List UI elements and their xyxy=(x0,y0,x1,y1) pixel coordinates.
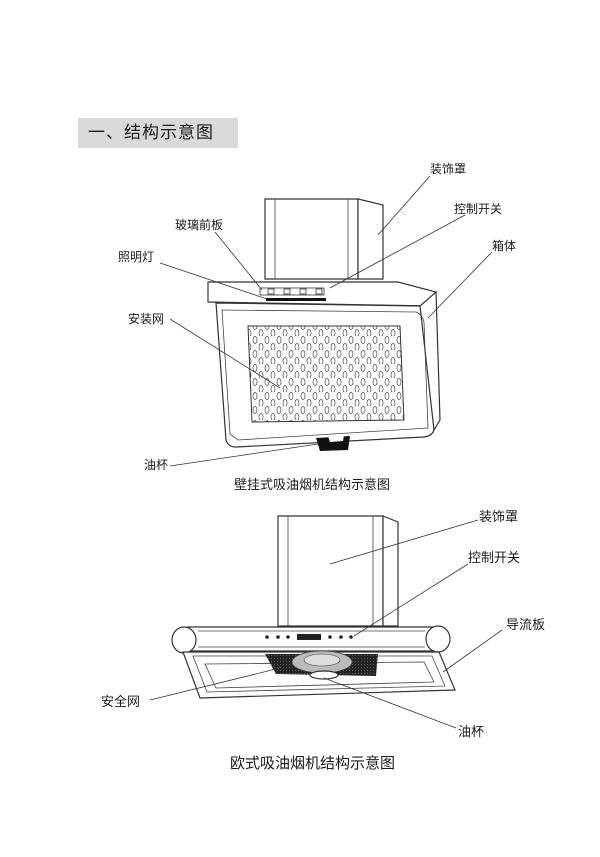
label-decor-cover-2: 装饰罩 xyxy=(479,510,518,525)
label-glass-panel: 玻璃前板 xyxy=(175,217,223,232)
wall-mounted-hood: 装饰罩 控制开关 玻璃前板 箱体 照明灯 安装网 油杯 壁挂式吸油烟机结构示意图 xyxy=(118,162,516,493)
caption-figure1: 壁挂式吸油烟机结构示意图 xyxy=(234,477,390,493)
label-decor-cover-1: 装饰罩 xyxy=(430,162,466,176)
control-panel-1 xyxy=(207,281,437,307)
button-icon xyxy=(299,288,307,295)
oil-cup-1 xyxy=(316,435,350,451)
cabinet-1 xyxy=(215,290,441,448)
label-safety-net: 安全网 xyxy=(101,694,140,710)
button-icon xyxy=(265,635,269,639)
button-icon xyxy=(328,635,332,639)
label-mesh: 安装网 xyxy=(128,311,164,326)
safety-net xyxy=(265,650,378,676)
section-title: 一、结构示意图 xyxy=(78,118,238,148)
button-icon xyxy=(339,635,343,639)
button-icon xyxy=(276,635,280,639)
label-control-switch-1: 控制开关 xyxy=(454,202,502,216)
label-control-switch-2: 控制开关 xyxy=(468,551,520,566)
european-hood: 装饰罩 控制开关 导流板 安全网 油杯 欧式吸油烟机结构示意图 xyxy=(101,510,545,772)
caption-figure2: 欧式吸油烟机结构示意图 xyxy=(230,754,395,772)
label-cabinet: 箱体 xyxy=(492,238,516,253)
oil-cup-2 xyxy=(309,670,339,680)
button-icon xyxy=(349,635,353,639)
label-oil-cup-1: 油杯 xyxy=(144,458,168,472)
decor-cover-2 xyxy=(277,515,399,627)
button-icon xyxy=(267,288,275,295)
button-icon xyxy=(315,288,323,295)
label-light: 照明灯 xyxy=(118,250,154,264)
front-bar xyxy=(171,625,451,654)
display-icon xyxy=(297,634,321,640)
decor-cover-1 xyxy=(264,198,384,280)
light-bar xyxy=(266,298,326,301)
button-icon xyxy=(283,288,291,295)
label-deflector: 导流板 xyxy=(506,618,545,633)
label-oil-cup-2: 油杯 xyxy=(458,725,484,740)
button-icon xyxy=(286,635,290,639)
